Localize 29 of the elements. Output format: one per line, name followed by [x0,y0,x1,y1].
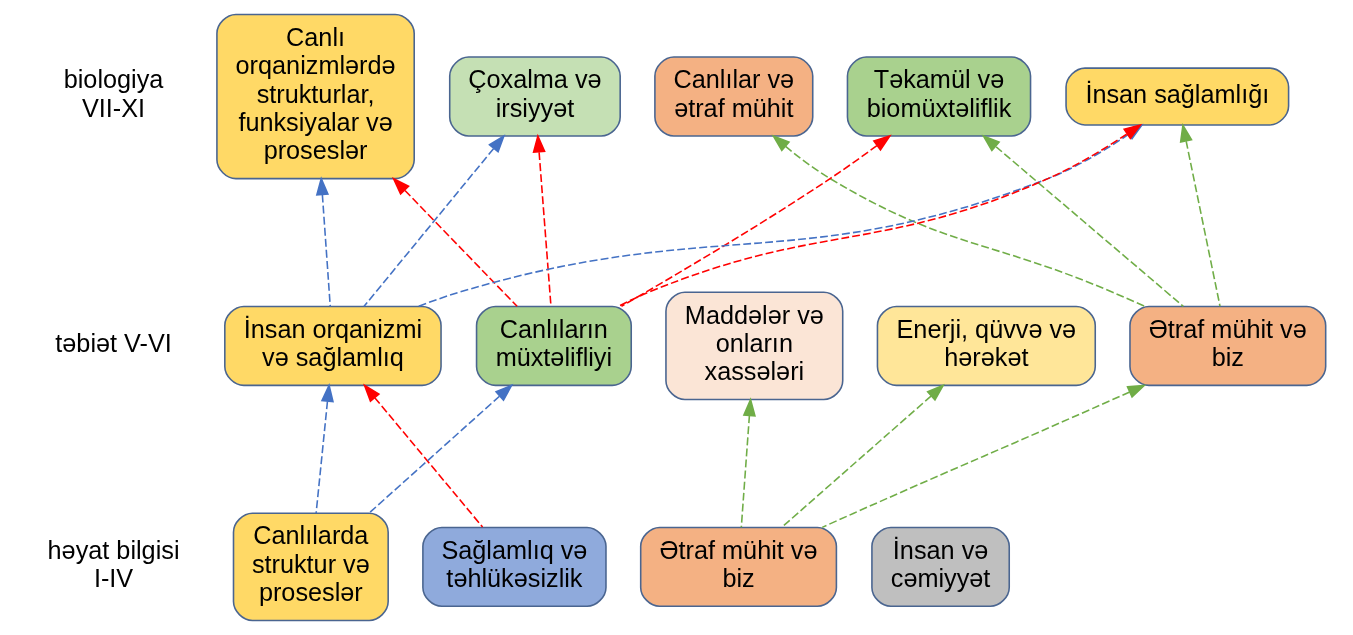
arrow [315,176,331,308]
node-box: İnsan orqanizmi və sağlamlıq [223,305,442,387]
node-box: İnsan sağlamlığı [1064,67,1289,126]
arrow [314,383,334,514]
node-box: Çoxalma və irsiyyət [448,56,621,137]
node-box: Ətraf mühit və biz [639,526,837,608]
node-box: Enerji, qüvvə və hərəkət [876,305,1096,387]
arrow [362,134,505,308]
node-box: Təkamül və biomüxtəliflik [846,56,1031,137]
label: həyat bilgisi I-IV [47,535,180,593]
node-box: Ətraf mühit və biz [1128,305,1326,387]
label: biologiya VII-XI [63,65,163,122]
arrow [1179,123,1221,307]
node-box: Canlıların müxtəlifliyi [475,305,632,387]
node-box: Canlı orqanizmlərdə strukturlar, funksiyalar və proseslər [215,13,415,180]
arrow [391,177,518,308]
node-box: Canlılarda struktur və proseslər [232,512,389,622]
arrow [740,397,756,528]
node-box: Sağlamlıq və təhlükəsizlik [421,526,607,608]
node-box: Maddələr və onların xassələri [664,291,843,401]
label: təbiət V-VI [54,328,172,357]
arrow [771,134,1146,308]
node-box: İnsan və cəmiyyət [870,526,1010,608]
node-box: Canlılar və ətraf mühit [653,56,813,137]
arrow [620,134,892,308]
arrow [981,134,1184,308]
arrow [820,384,1146,529]
arrow [367,383,513,514]
arrow [362,383,483,528]
